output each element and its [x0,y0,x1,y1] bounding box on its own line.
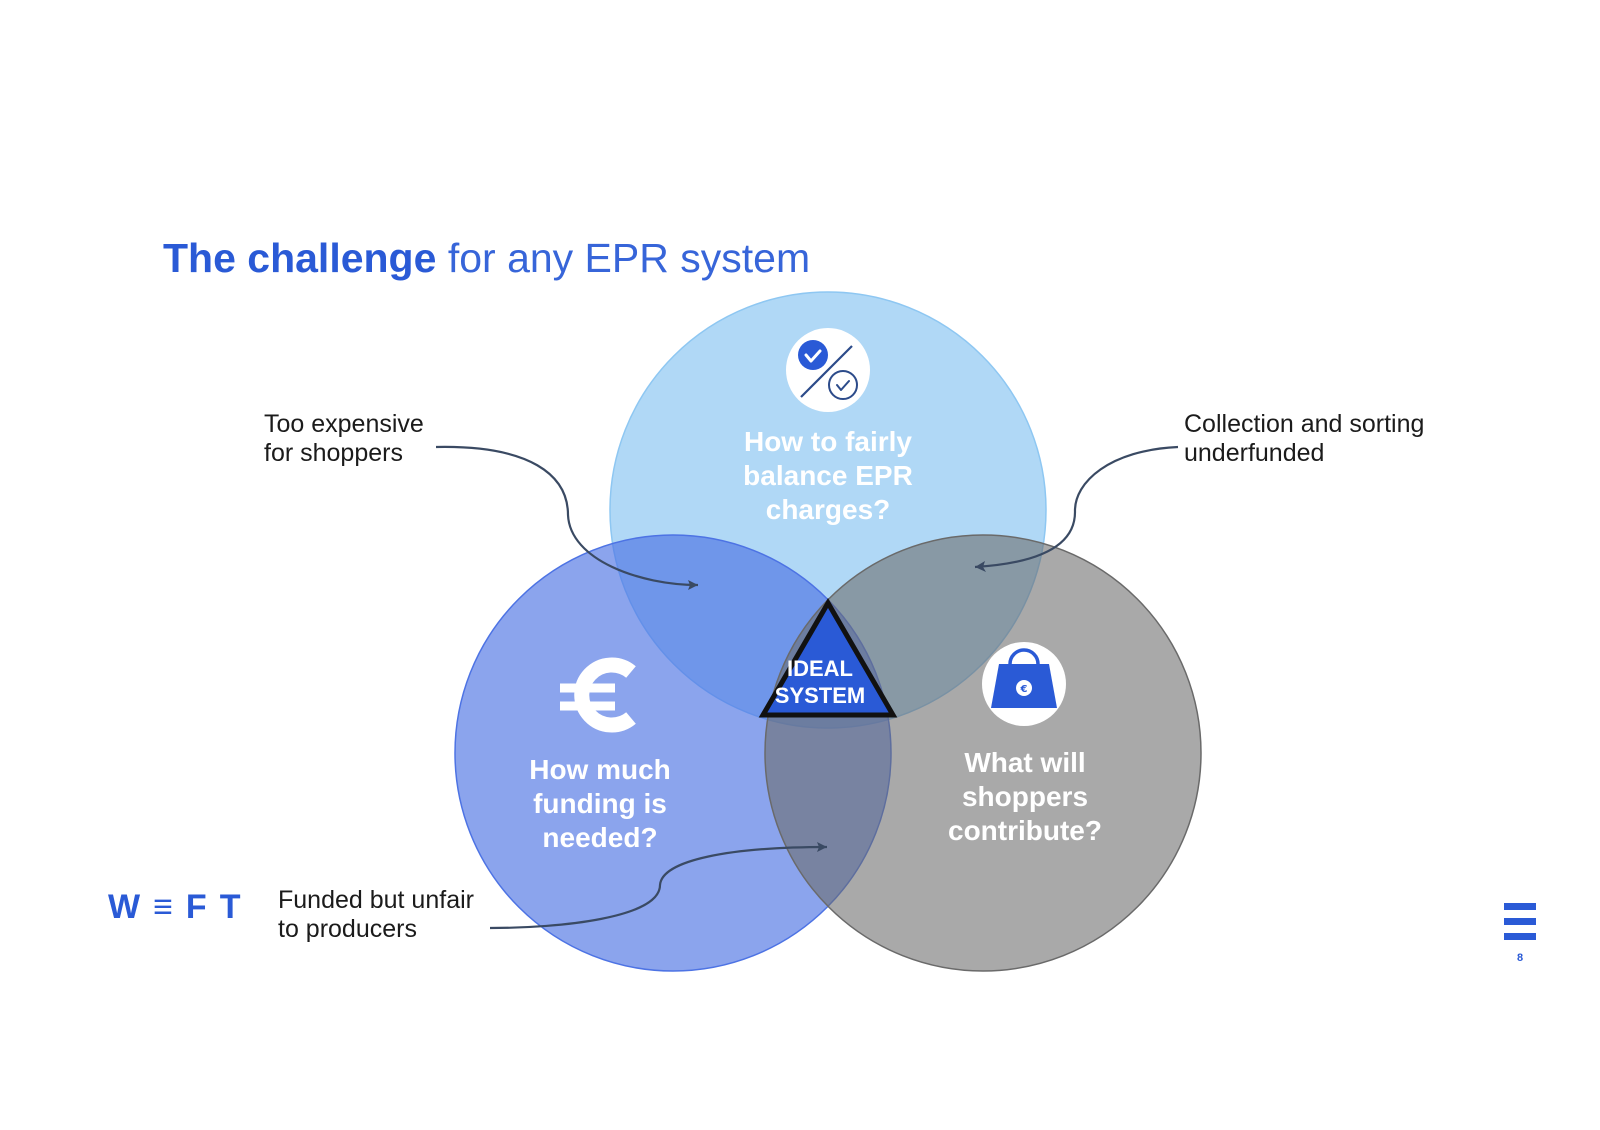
page-title-bold: The challenge [163,235,437,281]
percent-check-icon [786,328,870,412]
ideal-system-triangle [758,598,898,718]
page-number: 8 [1516,952,1524,964]
left-circle-label: How much funding is needed? [529,754,671,853]
weft-logo: W≡FT [108,888,254,926]
page-title: The challenge for any EPR system [163,235,811,281]
top-circle-label: How to fairly balance EPR charges? [743,426,913,525]
shopping-bag-euro-icon: € [982,642,1066,726]
arrow-unfair-producers [489,845,828,930]
arrowhead-unfair-producers [817,842,827,852]
arrowhead-underfunded [975,561,986,572]
annotation-too-expensive: Too expensive for shoppers [264,410,424,467]
annotation-unfair-producers: Funded but unfair to producers [278,886,474,943]
page-title-light: for any EPR system [447,235,811,281]
venn-circle-right [764,534,1202,972]
menu-lines-icon [1504,903,1536,940]
right-circle-label: What will shoppers contribute? [948,747,1102,846]
arrow-underfunded [974,445,1179,569]
svg-text:€: € [1020,684,1028,695]
arrowhead-too-expensive [688,580,698,590]
annotation-underfunded: Collection and sorting underfunded [1184,410,1425,467]
arrow-too-expensive [435,445,699,587]
ideal-system-label: IDEAL SYSTEM [774,656,866,708]
euro-icon [560,657,636,733]
